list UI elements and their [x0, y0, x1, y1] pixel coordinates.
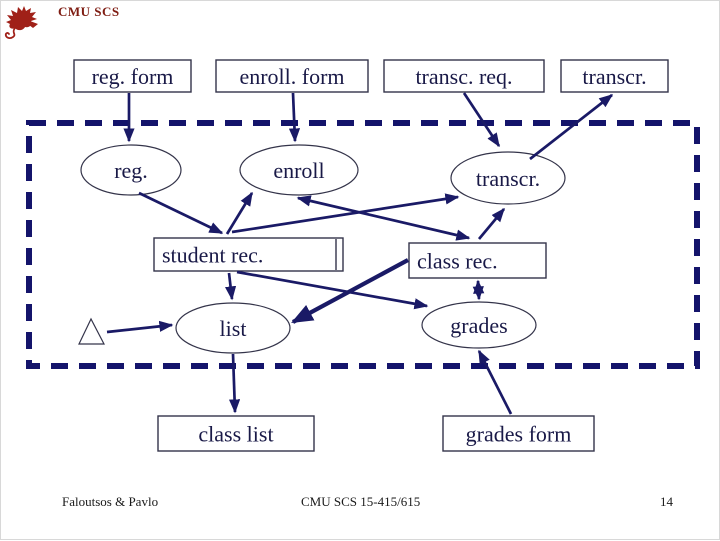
- edge-student-rec-to-grades: [236, 270, 429, 310]
- node-transc-req-label: transc. req.: [415, 64, 512, 89]
- edge-list-to-class-list: [228, 353, 241, 414]
- node-grades-form: [442, 415, 595, 452]
- footer-course: CMU SCS 15-415/615: [301, 494, 421, 509]
- node-class-rec-label: class rec.: [417, 249, 498, 274]
- edge-enroll-class-rec: [296, 195, 471, 241]
- node-grades: [421, 301, 537, 349]
- node-list-label: list: [220, 316, 247, 341]
- node-reg-form-label: reg. form: [92, 64, 174, 89]
- node-enroll-label: enroll: [273, 158, 324, 183]
- edge-student-rec-to-list: [224, 272, 237, 301]
- node-list: [175, 302, 291, 354]
- edge-grades-form-to-grades: [477, 349, 513, 415]
- edge-transc-req-to-transcr: [462, 92, 501, 148]
- slide-header-title: CMU SCS: [58, 4, 120, 19]
- node-grades-form-label: grades form: [466, 422, 572, 447]
- node-student-rec: [153, 237, 344, 272]
- node-transcr-label: transcr.: [476, 166, 540, 191]
- node-student-rec-label: student rec.: [162, 243, 263, 268]
- node-class-list: [157, 415, 315, 452]
- cmu-dragon-logo-icon: [4, 6, 38, 39]
- node-reg-form: [73, 59, 192, 93]
- node-enroll-form: [215, 59, 369, 93]
- edge-student-rec-to-enroll: [225, 191, 254, 235]
- node-enroll-form-label: enroll. form: [239, 64, 344, 89]
- node-transcr-out-label: transcr.: [582, 64, 646, 89]
- node-reg-label: reg.: [114, 158, 148, 183]
- node-transcr-out: [560, 59, 669, 93]
- node-transcr: [450, 151, 566, 205]
- node-reg: [80, 144, 182, 196]
- node-transc-req: [383, 59, 545, 93]
- edge-transcr-to-transcr-out: [529, 93, 614, 161]
- footer-page-number: 14: [660, 494, 673, 509]
- system-boundary-dashed-box: [26, 120, 700, 369]
- footer-authors: Faloutsos & Pavlo: [62, 494, 159, 509]
- edge-class-rec-to-transcr: [477, 207, 506, 240]
- edge-class-rec-grades: [472, 279, 485, 301]
- edge-enroll-form-to-enroll: [288, 92, 301, 143]
- node-grades-label: grades: [450, 313, 507, 338]
- node-class-list-label: class list: [198, 422, 273, 447]
- node-enroll: [239, 144, 359, 196]
- edge-class-rec-to-list: [291, 258, 409, 324]
- edge-trigger-to-list: [106, 320, 174, 334]
- node-class-rec: [408, 242, 547, 279]
- node-trigger-triangle: [78, 317, 105, 345]
- edge-reg-to-student-rec: [138, 191, 224, 235]
